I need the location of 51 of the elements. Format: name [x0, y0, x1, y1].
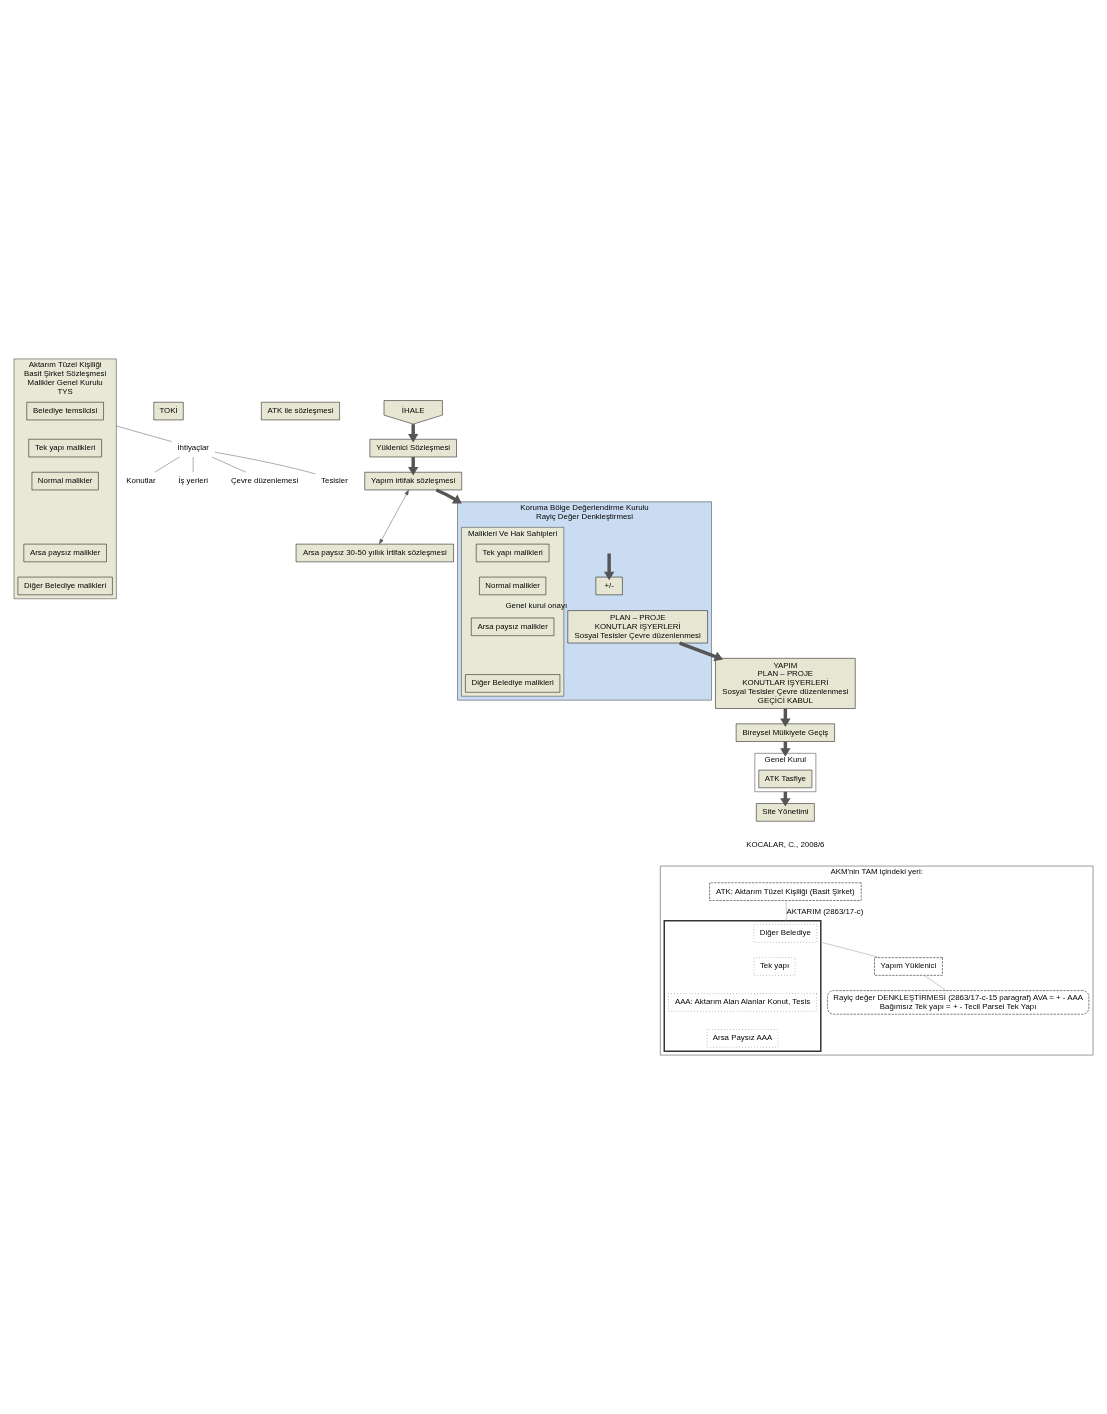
node-text: İhtiyaçlar — [177, 442, 209, 452]
edge-label: AKTARIM (2863/17-c) — [786, 907, 864, 917]
node-box: Tek yapı malikleri — [475, 543, 550, 563]
node-text: Tesisler — [321, 475, 348, 485]
arrow — [379, 489, 409, 545]
node-box: Site Yönetimi — [756, 803, 815, 822]
node-box: Yapım Yüklenici — [874, 957, 943, 976]
node-box: Diğer Belediye — [753, 924, 818, 943]
node-box: Arsa Paysız AAA — [706, 1029, 779, 1048]
node-box: Yüklenici Sözleşmesi — [369, 439, 457, 458]
arrow — [408, 457, 419, 476]
cluster — [663, 919, 822, 1052]
node-text: İş yerleri — [178, 475, 209, 485]
node-box: Normal malikler — [31, 472, 99, 491]
node-label: AKM'nin TAM içindeki yeri: — [830, 867, 923, 877]
node-box: Arsa paysız malikler — [23, 543, 107, 563]
node-box: Rayiç değer DENKLEŞTİRMESİ (2863/17-c-15 paragraf) AVA = + - AAA Bağımsız Tek yapı = + - Tecil Parsel Tek Yapı — [827, 990, 1090, 1015]
node-label: TYS — [57, 386, 73, 396]
connector — [923, 975, 947, 991]
connector — [820, 942, 880, 958]
connector — [154, 456, 180, 473]
node-box: Normal malikler — [479, 576, 547, 596]
arrow — [679, 641, 724, 662]
connector — [214, 452, 316, 475]
node-box: Belediye temsilcisi — [26, 402, 104, 421]
arrow — [435, 488, 462, 504]
connector — [116, 425, 172, 442]
label: KOCALAR, C., 2008/6 — [746, 840, 825, 850]
arrow — [408, 424, 419, 443]
node-label: Genel kurul onayı — [505, 601, 568, 611]
node-box: ATK ile sözleşmesi — [261, 402, 340, 421]
node-box: ATK Tasfiye — [758, 769, 813, 789]
connector — [211, 456, 247, 473]
node-box: Tek yapı malikleri — [28, 439, 102, 458]
node-box: Diğer Belediye malikleri — [465, 674, 561, 693]
node-text: Çevre düzenlemesi — [230, 475, 299, 485]
node-box: AAA: Aktarım Alan Alanlar Konut, Tesis — [668, 993, 817, 1012]
node-text: Konutlar — [126, 475, 156, 485]
connector — [785, 900, 787, 921]
node-box: Bireysel Mülkiyete Geçiş — [735, 723, 835, 742]
node-box: ATK: Aktarım Tüzel Kişiliği (Basit Şirket) — [709, 882, 862, 901]
node-box: Yapım irtifak sözleşmesi — [364, 472, 462, 491]
node-box: Diğer Belediye malikleri — [17, 576, 113, 596]
arrow — [603, 553, 615, 581]
node-box: YAPIM PLAN – PROJE KONUTLAR İŞYERLERİ Sosyal Tesisler Çevre düzenlenmesi GEÇİCİ KABUL — [715, 658, 856, 709]
node-box: Arsa paysız malikler — [471, 617, 555, 636]
node-box: TOKİ — [153, 402, 184, 421]
node-box: Arsa paysız 30-50 yıllık İrtifak sözleşmesi — [295, 543, 454, 563]
node-box: Tek yapı — [753, 957, 796, 976]
node-box: PLAN – PROJE KONUTLAR İŞYERLERİ Sosyal Tesisler Çevre düzenlenmesi — [567, 610, 708, 644]
node-box: +/- — [595, 576, 623, 596]
